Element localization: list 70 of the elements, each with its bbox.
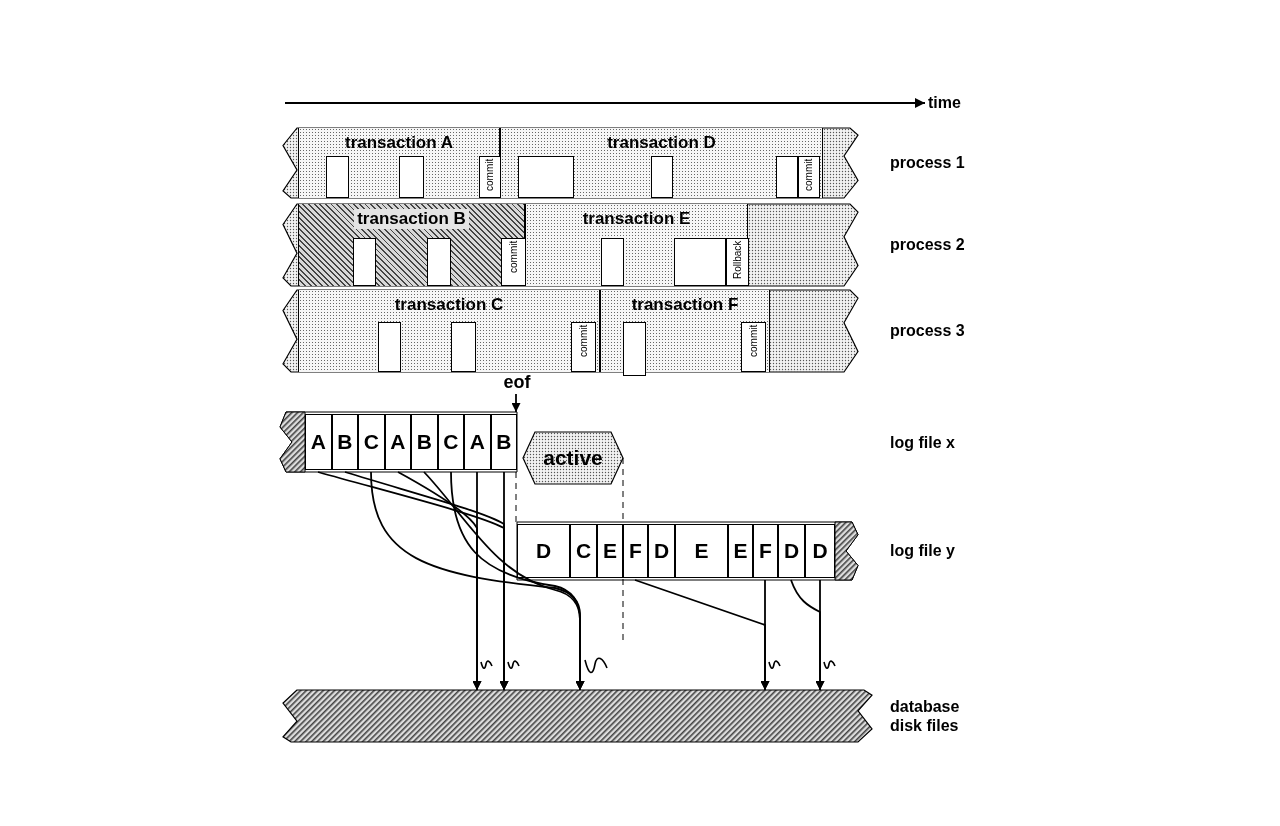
log-record: D	[778, 524, 805, 578]
log-record: D	[805, 524, 835, 578]
transaction-block	[500, 128, 823, 198]
log-record: E	[675, 524, 728, 578]
commit-box: commit	[571, 322, 596, 372]
log-record: D	[648, 524, 675, 578]
transaction-block	[298, 128, 500, 198]
log-record: B	[331, 414, 358, 470]
work-box	[353, 238, 376, 286]
dashed-line	[515, 471, 517, 523]
arrow	[472, 471, 482, 691]
log-file-band	[517, 522, 858, 580]
work-box	[674, 238, 726, 286]
log-record: B	[490, 414, 517, 470]
arrow	[499, 471, 509, 691]
row-label: process 3	[890, 321, 966, 340]
row-label: process 2	[890, 235, 966, 254]
log-record: F	[753, 524, 778, 578]
transaction-block	[298, 290, 600, 372]
work-box	[399, 156, 424, 198]
log-record: A	[464, 414, 491, 470]
transaction-block	[298, 204, 525, 286]
work-box	[326, 156, 349, 198]
eof-label: eof	[497, 371, 537, 393]
arrow	[511, 393, 521, 413]
log-record: C	[358, 414, 385, 470]
work-box	[601, 238, 624, 286]
process-band	[283, 128, 858, 198]
process-band	[283, 204, 858, 286]
work-box	[427, 238, 451, 286]
work-box	[623, 322, 646, 376]
work-box	[451, 322, 476, 372]
commit-box: commit	[479, 156, 501, 198]
commit-box: commit	[741, 322, 766, 372]
work-box	[651, 156, 673, 198]
axis-label: time	[928, 94, 961, 112]
commit-box: commit	[798, 156, 820, 198]
log-record: E	[597, 524, 623, 578]
arrow	[760, 579, 770, 691]
arrow	[815, 579, 825, 691]
transaction-title: transaction F	[631, 295, 739, 315]
transaction-title: transaction D	[607, 133, 716, 153]
log-record: B	[411, 414, 438, 470]
commit-box: commit	[501, 238, 526, 286]
log-record: C	[570, 524, 597, 578]
transaction-title: transaction C	[394, 295, 504, 315]
log-record: A	[305, 414, 332, 470]
hexagon-label: active	[543, 446, 603, 470]
log-record: D	[517, 524, 570, 578]
work-box	[378, 322, 401, 372]
active-hexagon	[523, 432, 623, 484]
work-box	[518, 156, 574, 198]
transaction-block	[525, 204, 748, 286]
dashed-line	[622, 457, 624, 641]
transaction-title: transaction A	[345, 133, 453, 153]
log-record: C	[437, 414, 464, 470]
log-record: A	[384, 414, 411, 470]
work-box	[776, 156, 798, 198]
transaction-title: transaction E	[582, 209, 691, 229]
log-record: F	[623, 524, 648, 578]
log-file-band	[280, 412, 517, 472]
commit-box: Rollback	[726, 238, 749, 286]
arrow	[450, 471, 585, 691]
disk-band	[283, 690, 872, 742]
transaction-title: transaction B	[354, 209, 469, 229]
log-record: E	[728, 524, 753, 578]
row-label: log file x	[890, 434, 955, 452]
row-label: log file y	[890, 541, 956, 560]
row-label: database disk files	[890, 697, 961, 735]
row-label: process 1	[890, 153, 966, 172]
